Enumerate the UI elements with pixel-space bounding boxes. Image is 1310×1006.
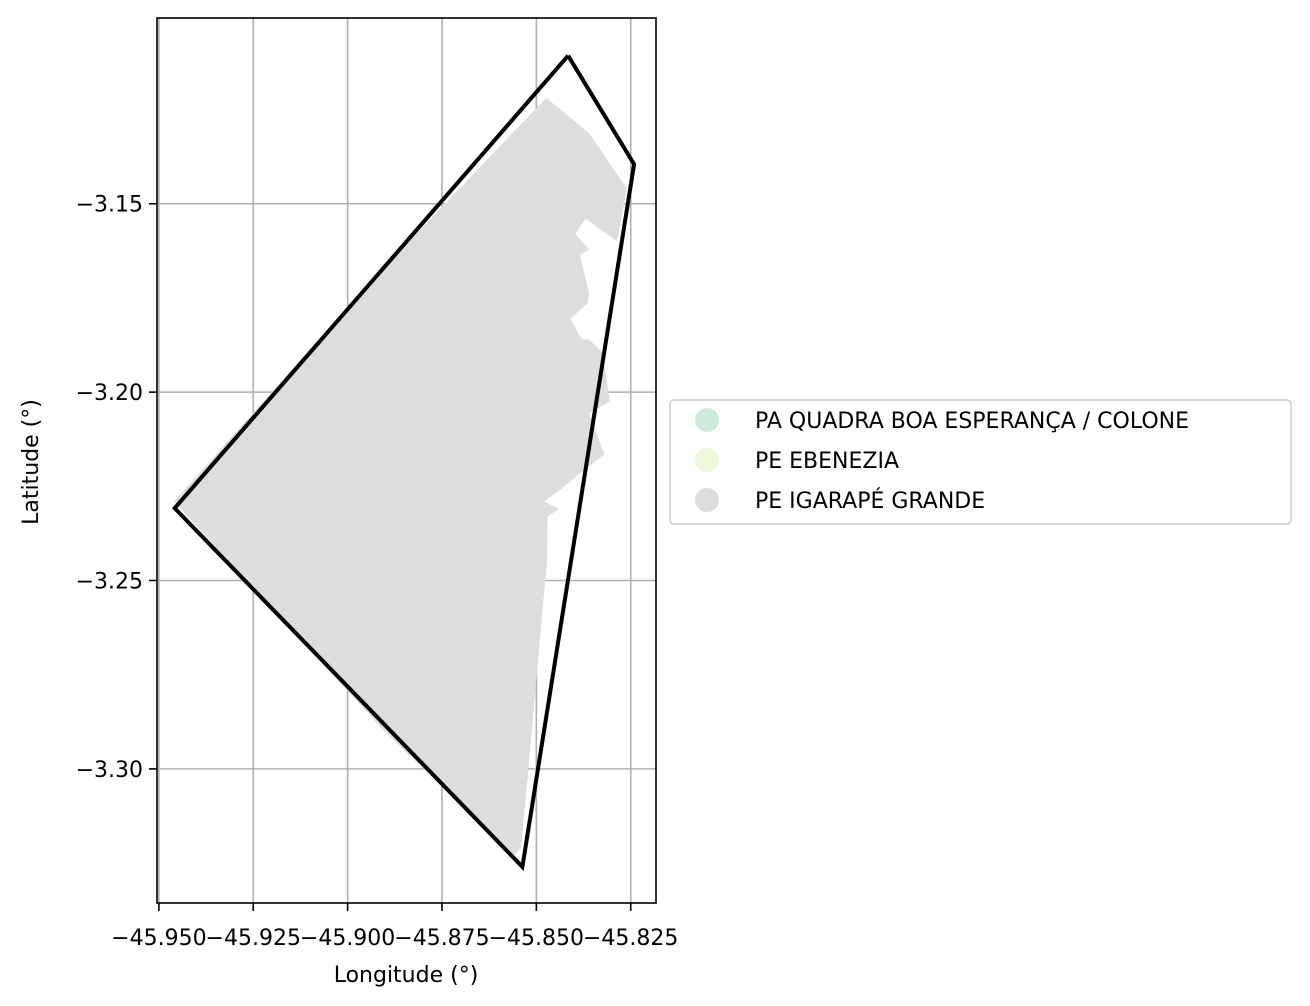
y-axis: −3.15 −3.20 −3.25 −3.30 — [76, 193, 157, 783]
x-tick-label: −45.875 — [394, 926, 489, 951]
legend-marker — [695, 408, 719, 432]
boundary-outline — [171, 54, 637, 872]
x-axis: −45.950−45.925−45.900−45.875−45.850−45.8… — [111, 903, 678, 951]
y-tick-label: −3.20 — [76, 381, 143, 406]
x-tick-label: −45.950 — [111, 926, 206, 951]
y-tick-label: −3.15 — [76, 193, 143, 218]
polygon-pe-igarape-grande — [174, 98, 627, 856]
plot-frame — [156, 17, 657, 904]
legend-marker — [695, 448, 719, 472]
legend-label: PE IGARAPÉ GRANDE — [755, 488, 985, 514]
map-layers — [171, 54, 637, 872]
y-tick-label: −3.25 — [76, 569, 143, 594]
x-axis-title: Longitude (°) — [334, 963, 479, 988]
x-tick-label: −45.900 — [300, 926, 395, 951]
legend: PA QUADRA BOA ESPERANÇA / COLONE PE EBENE… — [669, 399, 1292, 525]
y-tick-label: −3.30 — [76, 758, 143, 783]
y-axis-title: Latitude (°) — [19, 399, 44, 525]
legend-label: PA QUADRA BOA ESPERANÇA / COLONE — [755, 409, 1189, 434]
legend-marker — [695, 488, 719, 512]
x-tick-label: −45.850 — [489, 926, 584, 951]
legend-box — [669, 399, 1292, 525]
legend-label: PE EBENEZIA — [755, 449, 899, 474]
x-tick-label: −45.825 — [583, 926, 678, 951]
x-tick-label: −45.925 — [206, 926, 301, 951]
